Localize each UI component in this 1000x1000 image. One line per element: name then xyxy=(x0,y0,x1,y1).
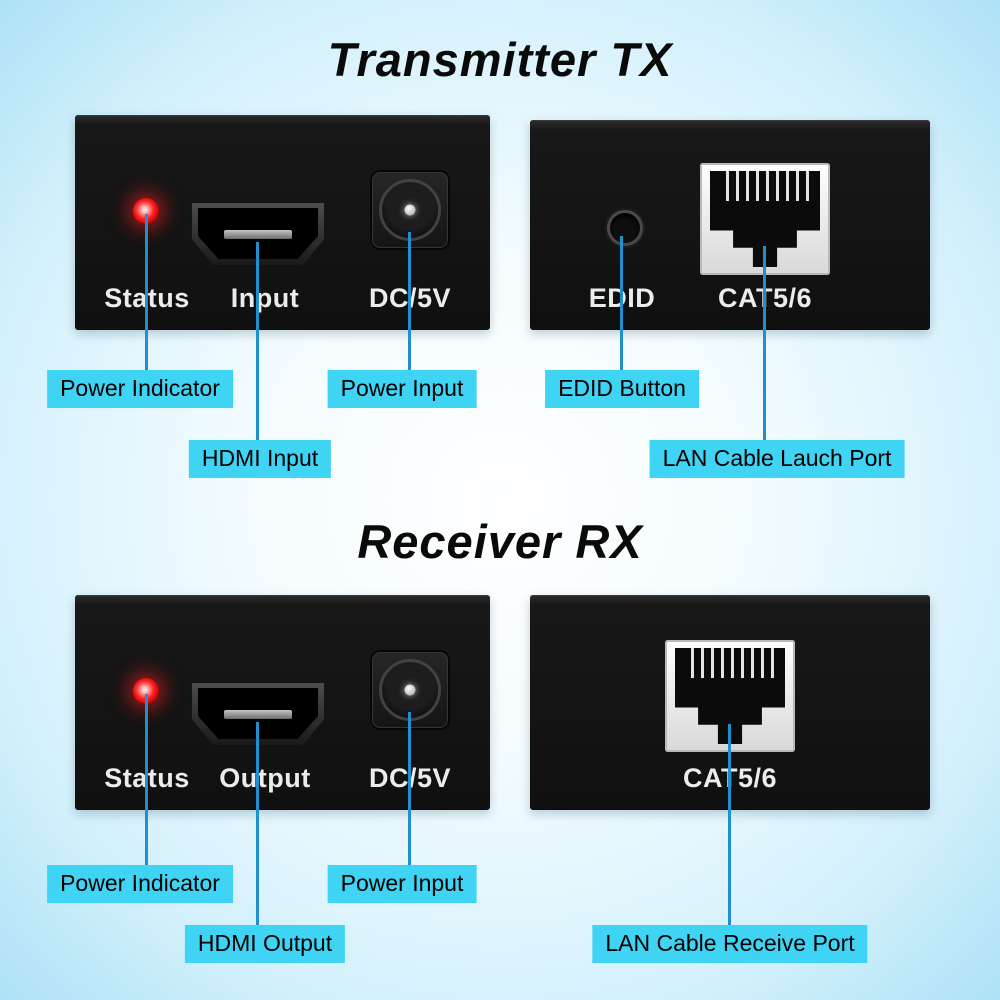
callout-line xyxy=(145,214,148,372)
callout-line xyxy=(728,724,731,925)
hdmi-pins xyxy=(223,230,293,240)
tx-edid-button-callout: EDID Button xyxy=(545,370,699,408)
tx-hdmi-input-callout: HDMI Input xyxy=(188,440,332,478)
callout-line xyxy=(408,232,411,372)
receiver-title: Receiver RX xyxy=(357,515,643,568)
transmitter-title: Transmitter TX xyxy=(327,33,673,86)
callout-line xyxy=(763,246,766,442)
tx-power-indicator-callout: Power Indicator xyxy=(47,370,233,408)
hdmi-pins xyxy=(223,710,293,720)
tx-lan-port-callout: LAN Cable Lauch Port xyxy=(649,440,905,478)
rj45-pins xyxy=(719,171,811,201)
callout-line xyxy=(408,712,411,865)
rx-hdmi-output-callout: HDMI Output xyxy=(184,925,346,963)
rx-lan-port-callout: LAN Cable Receive Port xyxy=(592,925,868,963)
hdmi-port xyxy=(192,203,324,265)
callout-line xyxy=(620,236,623,372)
dc-jack-pin xyxy=(404,684,416,696)
rx-power-input-callout: Power Input xyxy=(327,865,477,903)
callout-line xyxy=(256,722,259,925)
callout-line xyxy=(145,694,148,865)
callout-line xyxy=(256,242,259,442)
rx-power-indicator-callout: Power Indicator xyxy=(47,865,233,903)
tx-input-label: Input xyxy=(230,283,300,313)
edid-button xyxy=(607,210,643,246)
tx-power-input-callout: Power Input xyxy=(327,370,477,408)
rx-output-label: Output xyxy=(219,763,311,793)
dc-jack-pin xyxy=(404,204,416,216)
dc-power-jack xyxy=(370,170,450,250)
rj45-pins xyxy=(684,648,776,678)
